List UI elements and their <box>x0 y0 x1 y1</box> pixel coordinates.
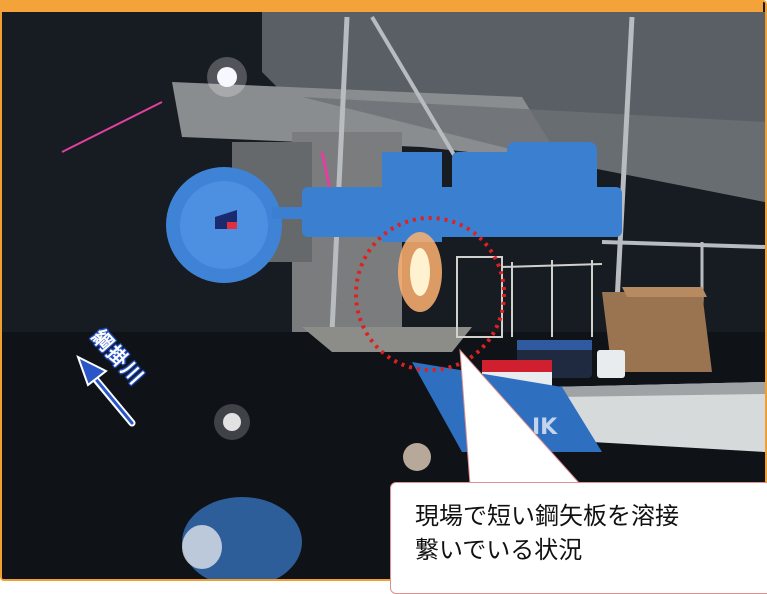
river-flow-arrow-icon <box>76 354 136 427</box>
callout-line-1: 現場で短い鋼矢板を溶接 <box>415 503 679 530</box>
callout-caption: 現場で短い鋼矢板を溶接 繋いでいる状況 <box>415 500 767 568</box>
svg-text:IK: IK <box>532 415 558 440</box>
callout-line-2: 繋いでいる状況 <box>415 537 583 564</box>
callout-box <box>390 482 767 594</box>
top-border-band <box>0 0 763 12</box>
